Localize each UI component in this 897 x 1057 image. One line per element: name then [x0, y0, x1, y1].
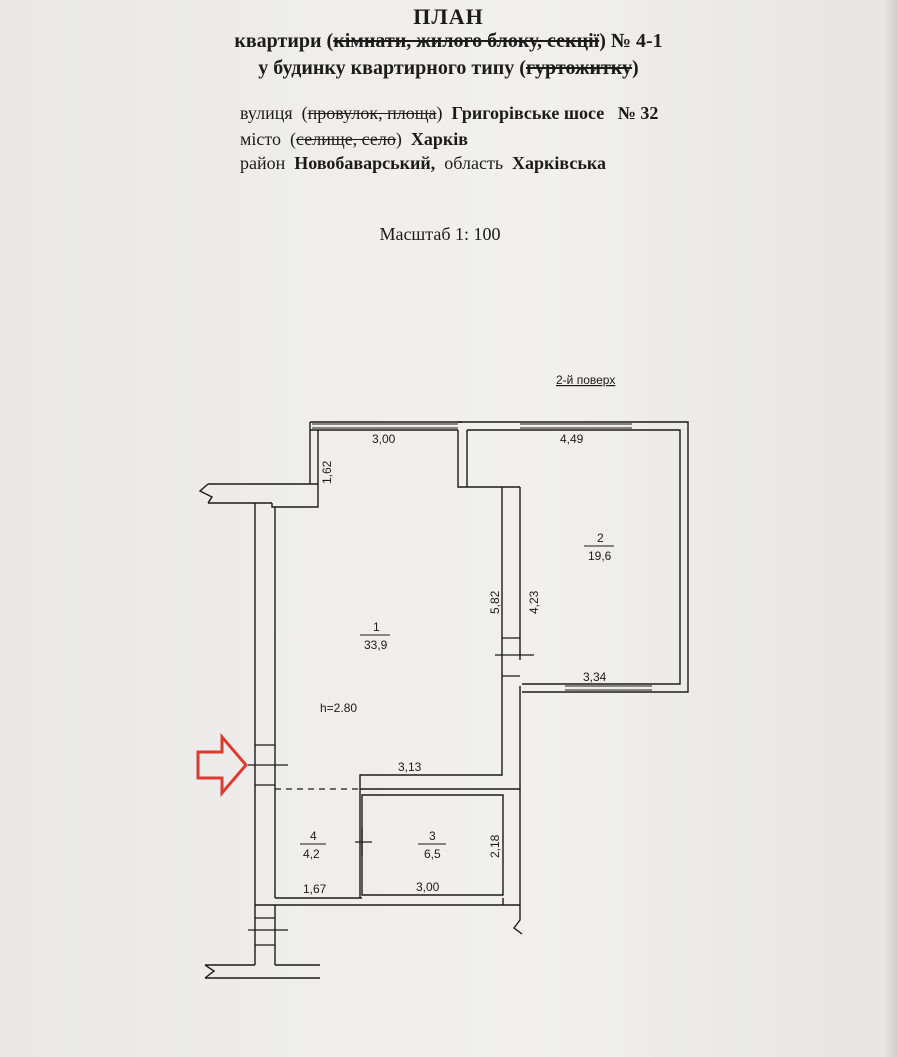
room-2-area: 19,6: [588, 549, 612, 563]
dim-3-13: 3,13: [398, 760, 422, 774]
room-4-area: 4,2: [303, 847, 320, 861]
ceiling-height: h=2.80: [320, 701, 357, 715]
door-1-2: [495, 637, 534, 677]
room-1-area: 33,9: [364, 638, 388, 652]
room-3-area: 6,5: [424, 847, 441, 861]
door-marks: [248, 637, 534, 946]
wall-stair: [205, 905, 320, 979]
page-edge-shadow: [885, 0, 897, 1057]
wall-corridor-top: [208, 483, 319, 508]
dim-room1-width: 3,00: [372, 432, 396, 446]
wall-room3: [359, 789, 504, 898]
dim-1-62: 1,62: [320, 460, 334, 484]
wall-left-long: [254, 503, 276, 905]
window-room1: [312, 423, 458, 429]
address-street: вулиця (провулок, площа) Григорівське шо…: [240, 103, 659, 123]
entrance-arrow: [196, 732, 248, 798]
dim-room2-width: 4,49: [560, 432, 584, 446]
windows: [312, 423, 652, 691]
struck-text: гуртожитку: [525, 57, 633, 79]
scale-label: Масштаб 1: 100: [379, 224, 501, 244]
room-3-number: 3: [429, 829, 436, 843]
struck-text: кімнати, жилого блоку, секції: [333, 30, 600, 52]
break-mark-bottom: [204, 964, 216, 979]
room-4-number: 4: [310, 829, 317, 843]
document-title: ПЛАН: [413, 4, 484, 29]
dim-3-34: 3,34: [583, 670, 607, 684]
header-line-building: у будинку квартирного типу (гуртожитку): [258, 57, 639, 79]
address-district: район Новобаварський, область Харківська: [240, 153, 606, 173]
wall-bottom: [255, 897, 520, 906]
address-city: місто (селище, село) Харків: [240, 129, 468, 149]
room-2-number: 2: [597, 531, 604, 545]
room-1-number: 1: [373, 620, 380, 634]
dim-1-67: 1,67: [303, 882, 327, 896]
stair-marks: [248, 917, 288, 946]
entrance-door: [248, 744, 288, 786]
dim-5-82: 5,82: [488, 590, 502, 614]
window-room2-bottom: [565, 685, 652, 691]
dim-2-18: 2,18: [488, 834, 502, 858]
header-line-apartment: квартири (кімнати, жилого блоку, секції)…: [234, 30, 663, 52]
wall-room2-inner: [467, 429, 681, 685]
dim-room3-width: 3,00: [416, 880, 440, 894]
walls: [198, 421, 689, 979]
wall-room2-outer: [458, 421, 689, 693]
floor-label: 2-й поверх: [556, 373, 615, 387]
break-mark-left: [198, 483, 214, 504]
break-mark-right: [513, 905, 523, 935]
struck-text: селище, село: [296, 129, 396, 149]
struck-text: провулок, площа: [307, 103, 437, 123]
door-3: [355, 828, 372, 856]
wall-left-upper: [309, 422, 319, 484]
window-room2-top: [520, 423, 632, 429]
wall-top-room1: [310, 421, 462, 431]
wall-partition: [359, 430, 521, 790]
dim-4-23: 4,23: [527, 590, 541, 614]
